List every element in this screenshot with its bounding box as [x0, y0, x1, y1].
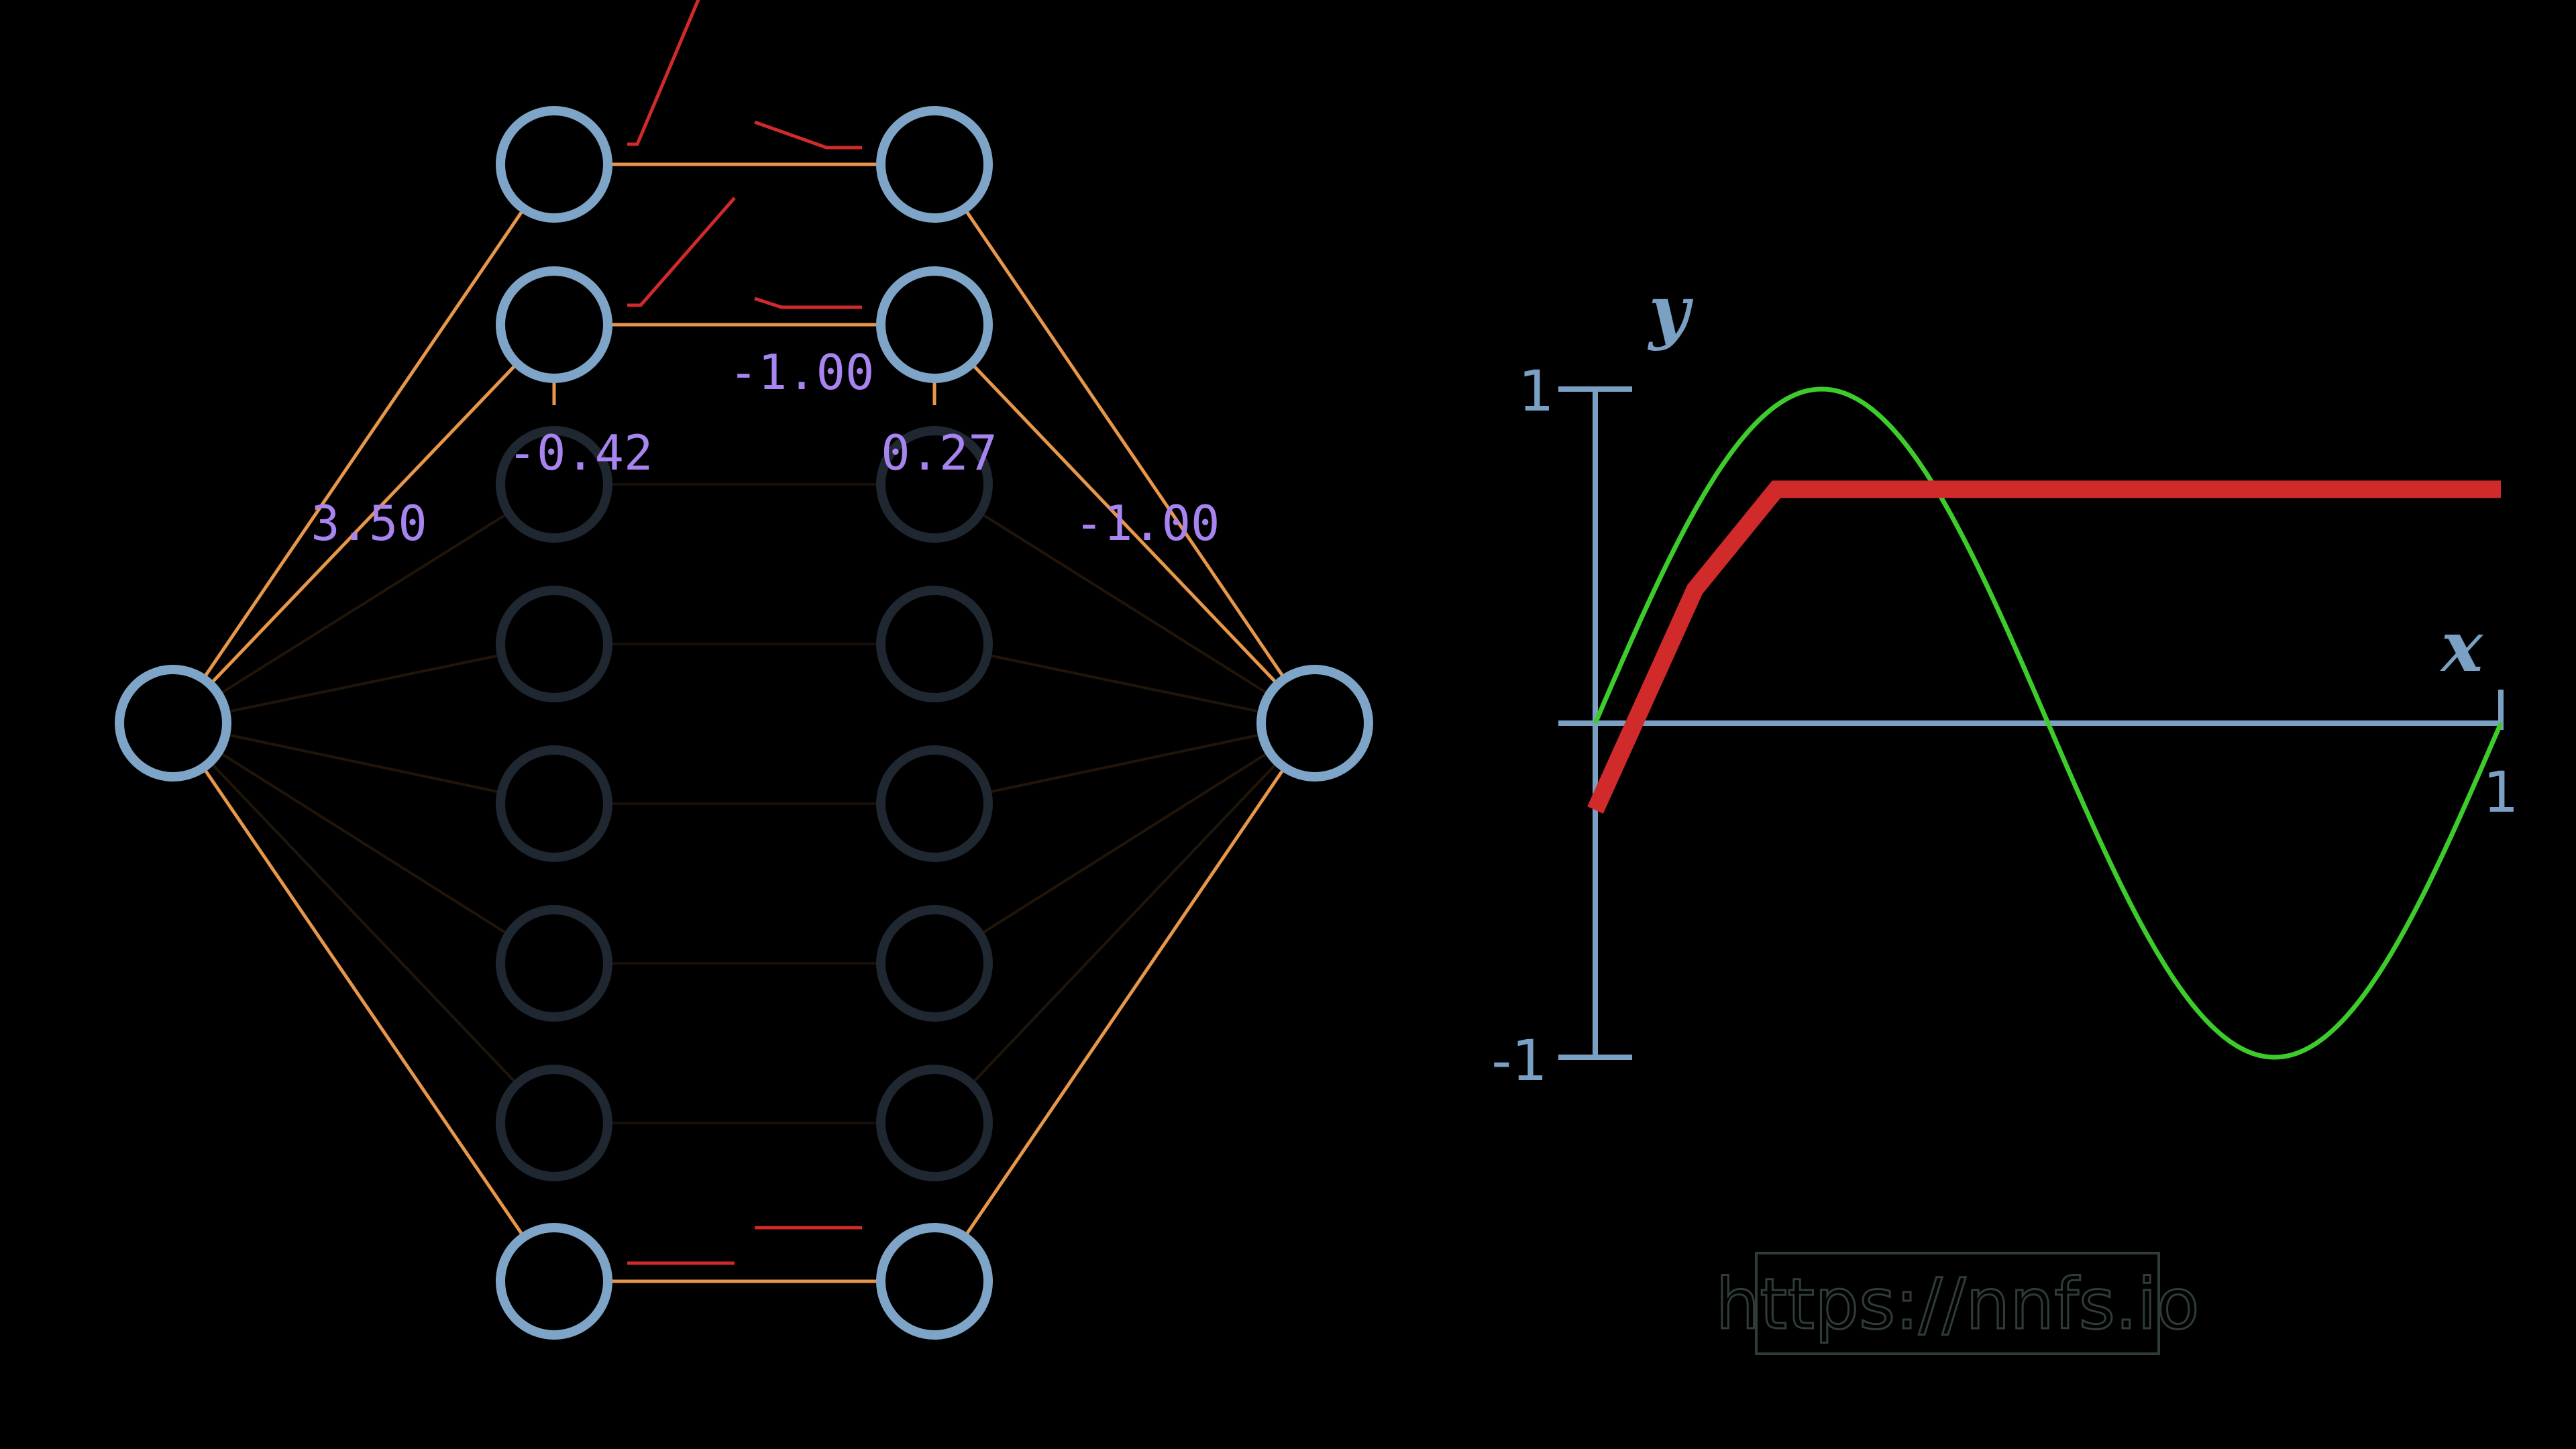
- connections: [171, 162, 1317, 1283]
- series-sine-target: [1593, 386, 2504, 1060]
- weight-labels: 3.50 -0.42 -1.00 0.27 -1.00: [311, 344, 1220, 551]
- hidden1-neuron-7: [496, 1223, 612, 1340]
- hidden1-neuron-4: [496, 745, 612, 862]
- function-plot: x y 1 -1 1: [1491, 270, 2519, 1093]
- relu-sketch-h1-row0: [627, 0, 700, 146]
- connection-input-h1-2: [172, 483, 555, 724]
- connection-input-h1-0: [171, 163, 556, 724]
- weight-label-bias-hidden1: -0.42: [508, 425, 653, 481]
- connection-input-h1-4: [172, 722, 555, 805]
- connection-h2-output-0: [932, 163, 1317, 724]
- hidden1-neuron-3: [496, 586, 612, 702]
- weight-label-hidden-output: -1.00: [1075, 495, 1220, 551]
- hidden2-neuron-1: [876, 266, 993, 383]
- hidden2-neuron-6: [876, 1065, 993, 1181]
- watermark: https://nnfs.io: [1715, 1252, 2200, 1355]
- connection-input-h1-5: [172, 722, 555, 965]
- hidden1-neuron-5: [496, 905, 612, 1022]
- connection-input-h1-3: [172, 643, 555, 724]
- neurons: [115, 106, 1373, 1340]
- relu-sketch-h2-row1: [754, 297, 862, 309]
- input-neuron: [115, 665, 231, 782]
- hidden2-neuron-3: [876, 586, 993, 702]
- weight-label-input-hidden: 3.50: [311, 495, 427, 551]
- connection-h2-output-6: [933, 722, 1316, 1124]
- hidden1-neuron-2: [496, 426, 612, 543]
- weight-label-bias-hidden2: 0.27: [881, 425, 997, 481]
- connection-h2-output-4: [934, 722, 1316, 805]
- y-tick-label-bottom: -1: [1491, 1028, 1548, 1093]
- hidden2-neuron-4: [876, 745, 993, 862]
- hidden1-neuron-1: [496, 266, 612, 383]
- y-axis-label: y: [1648, 270, 1694, 352]
- hidden2-neuron-7: [876, 1223, 993, 1340]
- x-tick-label-right: 1: [2483, 759, 2518, 825]
- connection-input-h1-7: [171, 722, 556, 1283]
- hidden2-neuron-0: [876, 106, 993, 223]
- relu-sketch-h1-row1: [627, 197, 736, 307]
- connection-h2-output-2: [933, 483, 1316, 724]
- connection-input-h1-6: [172, 722, 555, 1124]
- connection-h2-output-3: [934, 643, 1316, 724]
- weight-label-hidden1-hidden2: -1.00: [729, 344, 875, 400]
- hidden1-neuron-6: [496, 1065, 612, 1181]
- hidden2-neuron-2: [876, 426, 993, 543]
- hidden2-neuron-5: [876, 905, 993, 1022]
- connection-h2-output-5: [933, 722, 1316, 965]
- connection-h2-output-1: [933, 323, 1316, 724]
- y-tick-label-top: 1: [1518, 358, 1554, 424]
- x-axis-label: x: [2440, 605, 2483, 688]
- watermark-text: https://nnfs.io: [1716, 1263, 2200, 1345]
- activation-sketches: [627, 0, 862, 1265]
- neural-network-diagram: 3.50 -0.42 -1.00 0.27 -1.00: [115, 0, 1373, 1340]
- hidden1-neuron-0: [496, 106, 612, 223]
- watermark-frame: [1755, 1252, 2160, 1355]
- connection-h2-output-7: [932, 722, 1317, 1283]
- output-neuron: [1256, 665, 1373, 782]
- series-network-output: [1587, 480, 2501, 814]
- connection-input-h1-1: [172, 323, 555, 724]
- relu-sketch-h2-row0: [754, 120, 862, 150]
